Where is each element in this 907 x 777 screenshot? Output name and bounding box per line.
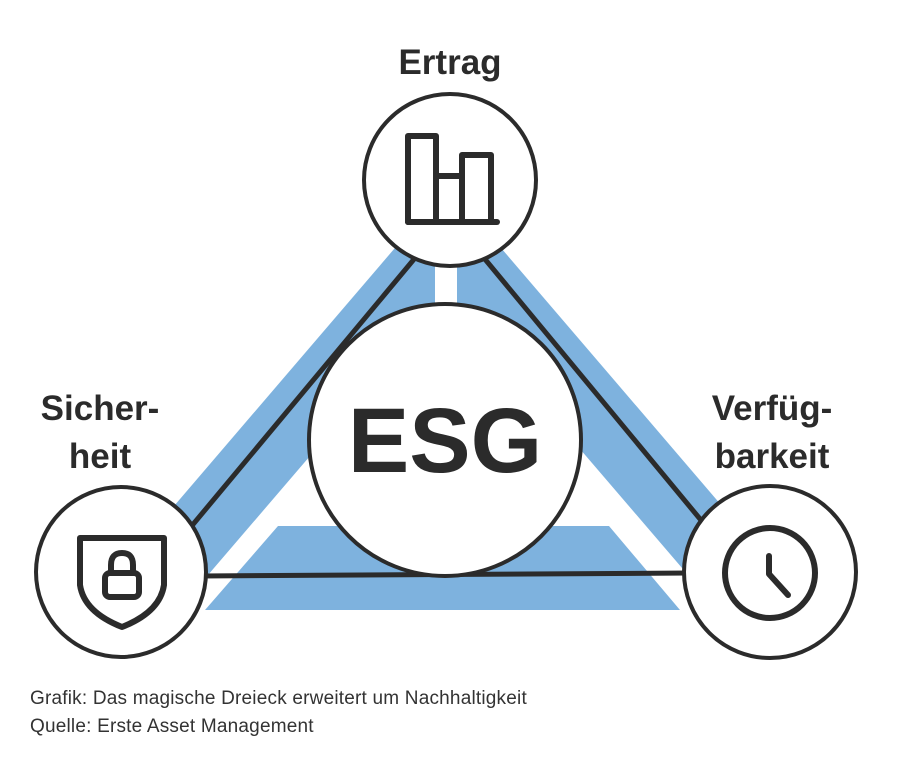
connector-ertrag-verfuegbarkeit [482,256,707,527]
clock-icon [722,525,818,621]
esg-label: ESG [348,390,542,492]
bar-chart-icon [405,133,500,225]
verfuegbarkeit-label-line1: Verfüg- [712,389,833,428]
sicherheit-label-line2: heit [69,437,132,476]
verfuegbarkeit-label-line2: barkeit [715,437,830,476]
shield-lock-icon [77,535,167,630]
sicherheit-label-line1: Sicher- [41,389,160,428]
ertrag-circle [362,92,538,268]
esg-circle [307,302,583,578]
ertrag-label: Ertrag [398,43,501,82]
caption-source: Quelle: Erste Asset Management [30,716,314,737]
caption-graphic: Grafik: Das magische Dreieck erweitert u… [30,688,527,709]
connector-ertrag-sicherheit [188,256,417,530]
